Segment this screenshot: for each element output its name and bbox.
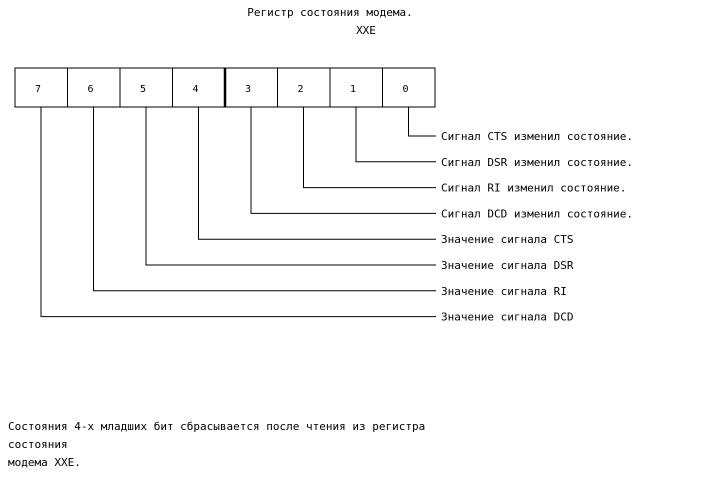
leader-bit-6 <box>93 107 436 292</box>
leader-bit-3 <box>250 107 436 214</box>
bit-number-1: 1 <box>350 84 356 95</box>
bit-number-4: 4 <box>192 84 198 95</box>
bit-7-description: Значение сигнала DCD <box>441 311 573 324</box>
register-name: XXE <box>356 24 376 37</box>
bit-number-6: 6 <box>87 84 93 95</box>
bit-number-2: 2 <box>297 84 303 95</box>
bit-5-description: Значение сигнала DSR <box>441 259 574 272</box>
bit-4-description: Значение сигнала CTS <box>441 233 573 246</box>
bit-1-description: Сигнал DSR изменил состояние. <box>441 156 633 169</box>
footnote-line-1: Состояния 4-х младших бит сбрасывается п… <box>8 420 426 451</box>
leader-bit-1 <box>355 107 436 163</box>
leader-bit-2 <box>303 107 436 189</box>
leader-bit-5 <box>145 107 436 266</box>
leader-bit-7 <box>40 107 436 318</box>
bit-2-description: Сигнал RI изменил состояние. <box>441 182 626 195</box>
bit-number-7: 7 <box>35 84 41 95</box>
bit-number-5: 5 <box>140 84 146 95</box>
diagram-title: Регистр состояния модема. <box>247 6 413 19</box>
bit-number-0: 0 <box>402 84 408 95</box>
footnote-line-2: модема XXE. <box>8 456 81 469</box>
leader-bit-0 <box>408 107 436 137</box>
bit-6-description: Значение сигнала RI <box>441 285 567 298</box>
leader-lines: Сигнал CTS изменил состояние. Сигнал DSR … <box>40 107 633 324</box>
bit-3-description: Сигнал DCD изменил состояние. <box>441 207 633 220</box>
bit-0-description: Сигнал CTS изменил состояние. <box>441 130 633 143</box>
bit-number-3: 3 <box>245 84 251 95</box>
leader-bit-4 <box>198 107 436 240</box>
footnote: Состояния 4-х младших бит сбрасывается п… <box>8 418 438 472</box>
register-box: 7 6 5 4 3 2 1 0 <box>14 67 436 108</box>
